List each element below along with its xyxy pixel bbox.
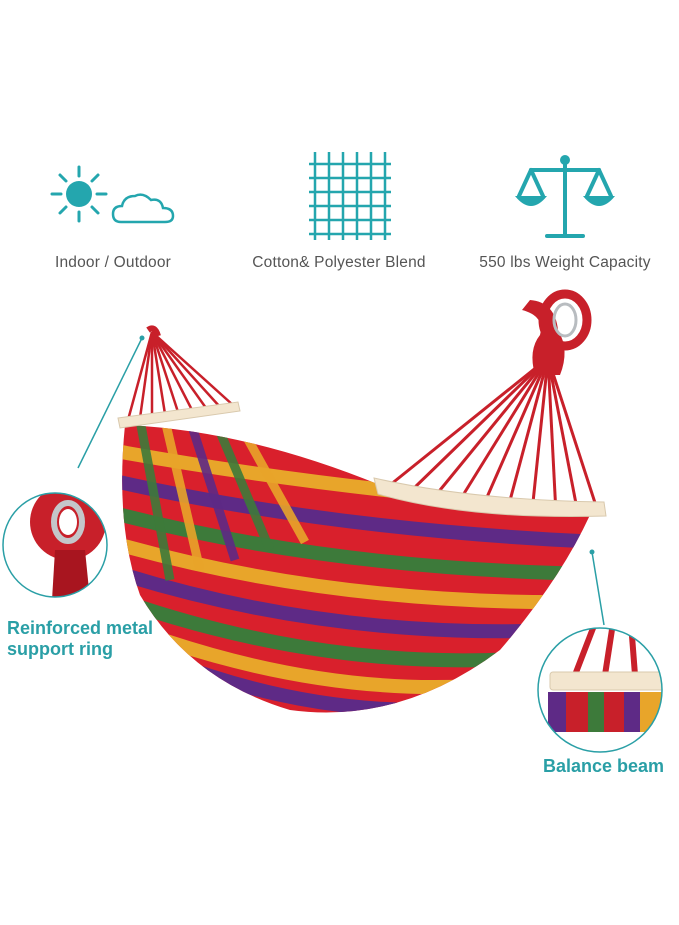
balance-scale-icon [515,155,615,238]
beam-detail-frame [537,627,663,753]
ring-callout-line [77,337,143,469]
ring-detail-frame [2,492,108,598]
left-ropes [126,331,235,421]
ring-callout-label: Reinforced metal support ring [7,618,154,659]
right-spreader-bar [373,477,607,518]
fabric-weave-icon [309,152,391,240]
sun-cloud-icon [50,165,175,224]
hanging-loop [538,289,592,351]
ring-detail-image [3,493,107,597]
metal-ring [552,302,578,338]
beam-callout-line [591,551,605,626]
feature-capacity: 550 lbs Weight Capacity [452,150,678,280]
feature-label: Indoor / Outdoor [54,254,172,271]
beam-detail-image [538,628,662,752]
feature-indoor-outdoor: Indoor / Outdoor [0,150,226,280]
feature-fabric: Cotton& Polyester Blend [226,150,452,280]
beam-callout-label: Balance beam [543,756,665,776]
right-ropes [389,356,600,515]
left-spreader-bar [117,401,241,429]
hammock-illustration [2,289,663,753]
feature-label: 550 lbs Weight Capacity [479,254,651,271]
feature-label: Cotton& Polyester Blend [252,254,426,271]
